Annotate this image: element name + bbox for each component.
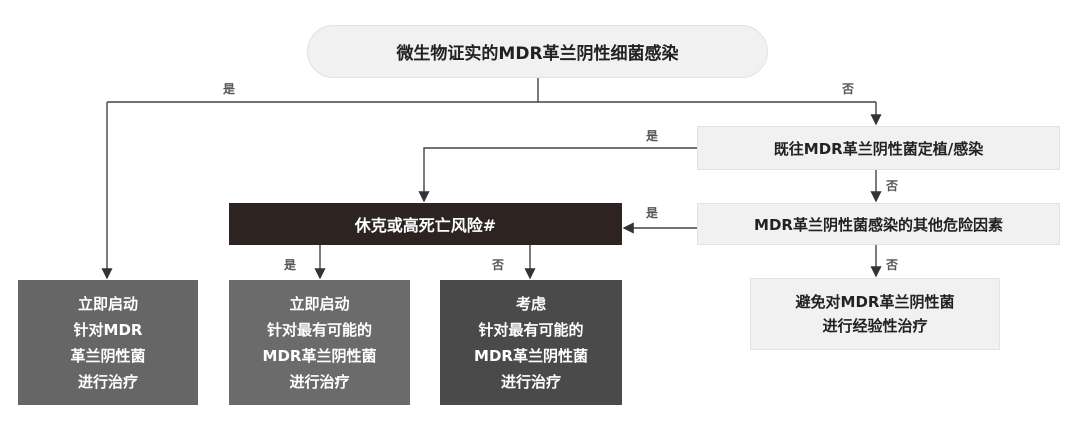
avoid-line: 避免对MDR革兰阴性菌 bbox=[795, 293, 955, 311]
node-line: 进行治疗 bbox=[77, 372, 138, 391]
node-line: 进行治疗 bbox=[500, 372, 561, 391]
start-targeted-node: 立即启动 针对MDR 革兰阴性菌 进行治疗 bbox=[18, 280, 198, 405]
node-line: 立即启动 bbox=[289, 294, 350, 313]
node-line: 考虑 bbox=[515, 294, 546, 313]
label-yes: 是 bbox=[646, 206, 659, 220]
node-line: MDR革兰阴性菌 bbox=[262, 346, 377, 365]
start-likely-node: 立即启动 针对最有可能的 MDR革兰阴性菌 进行治疗 bbox=[229, 280, 410, 405]
other-risk-node: MDR革兰阴性菌感染的其他危险因素 bbox=[697, 203, 1060, 245]
label-no: 否 bbox=[886, 258, 899, 272]
root-node: 微生物证实的MDR革兰阴性细菌感染 bbox=[307, 25, 768, 78]
label-no: 否 bbox=[492, 258, 505, 272]
arrow-prior-yes bbox=[418, 147, 697, 203]
node-line: 针对最有可能的 bbox=[266, 320, 372, 339]
label-yes: 是 bbox=[284, 258, 297, 272]
avoid-line: 进行经验性治疗 bbox=[822, 317, 928, 335]
label-no: 否 bbox=[886, 179, 899, 193]
prior-colonization-node: 既往MDR革兰阴性菌定植/感染 bbox=[697, 126, 1060, 170]
avoid-node: 避免对MDR革兰阴性菌 进行经验性治疗 bbox=[750, 278, 1000, 350]
consider-likely-node: 考虑 针对最有可能的 MDR革兰阴性菌 进行治疗 bbox=[440, 280, 622, 405]
label-no: 否 bbox=[842, 82, 855, 96]
shock-node: 休克或高死亡风险# bbox=[229, 203, 622, 245]
root-connector bbox=[107, 78, 876, 103]
node-line: 革兰阴性菌 bbox=[70, 346, 146, 365]
label-yes: 是 bbox=[646, 129, 659, 143]
label-yes: 是 bbox=[223, 82, 236, 96]
node-line: 针对MDR bbox=[73, 320, 143, 339]
node-line: MDR革兰阴性菌 bbox=[474, 346, 588, 365]
node-line: 针对最有可能的 bbox=[478, 320, 584, 339]
node-line: 立即启动 bbox=[77, 294, 138, 313]
node-line: 进行治疗 bbox=[289, 372, 350, 391]
